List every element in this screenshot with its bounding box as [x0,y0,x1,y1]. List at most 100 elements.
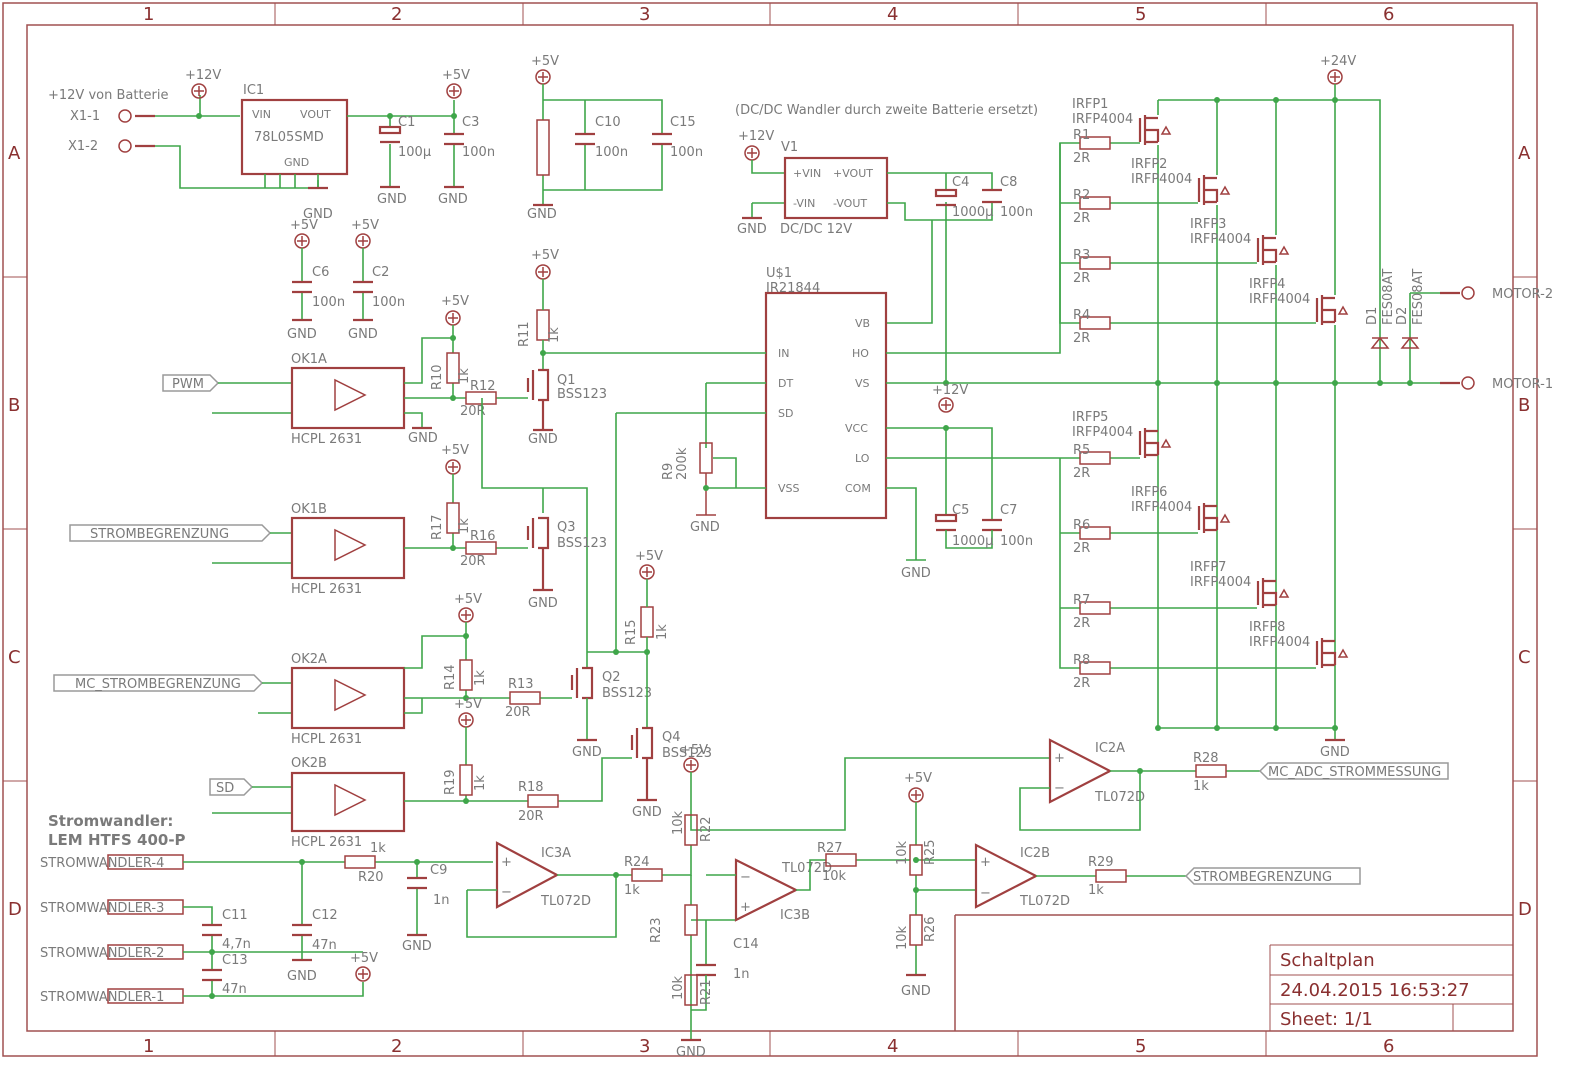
c5-name: C5 [952,503,969,518]
mc-strombegrenzung-label: MC_STROMBEGRENZUNG [75,677,241,692]
r3-name: R3 [1073,248,1090,263]
u1-pin-sd: SD [778,407,793,420]
sw3-label: STROMWANDLER-3 [40,901,164,916]
sw2-label: STROMWANDLER-2 [40,946,164,961]
c13-name: C13 [222,953,248,968]
irfp1-symbol [1138,115,1160,145]
r6-name: R6 [1073,518,1090,533]
irfp6-name: IRFP6 [1131,485,1167,500]
gnd-c3: GND [438,192,468,207]
r29-name: R29 [1088,855,1114,870]
v1-value: DC/DC 12V [780,222,852,237]
r6-resistor [1079,526,1111,540]
r7-name: R7 [1073,593,1090,608]
c2-value: 100n [372,295,405,310]
r2-resistor [1079,196,1111,210]
decoupling-c10-c15: +5V C10 100n C15 100n GND [527,54,703,222]
strombegrenzung-out-label: STROMBEGRENZUNG [1193,870,1332,885]
gnd-r26: GND [901,984,931,999]
r5-value: 2R [1073,466,1090,481]
irfp7-value: IRFP4004 [1190,575,1251,590]
col-label-1: 1 [143,4,154,25]
svg-text:+: + [1054,751,1065,766]
r11-name: R11 [517,321,532,347]
d1-name: D1 [1365,307,1380,325]
ok1a-body [290,366,406,430]
ic2a-name: IC2A [1095,741,1125,756]
col-label-5-bottom: 5 [1135,1036,1146,1057]
gnd-bridge: GND [1320,745,1350,760]
irfp3-value: IRFP4004 [1190,232,1251,247]
q4-section: +5V R15 1k Q4 BSS123 GND [587,413,712,820]
c11-value: 4,7n [222,937,251,952]
gnd-q4: GND [632,805,662,820]
gate-driver-section: U$1 IR21844 IN DT SD VSS VB HO VS VCC LO… [543,142,1380,581]
irfp8-diode [1337,648,1349,658]
r1-value: 2R [1073,151,1090,166]
sw4-label: STROMWANDLER-4 [40,856,164,871]
gnd-com: GND [901,566,931,581]
mc-adc-label: MC_ADC_STROMMESSUNG [1268,765,1441,780]
r14-value: 1k [473,670,488,686]
r29-value: 1k [1088,883,1104,898]
supply-12v-a: +12V [185,68,221,83]
c14-name: C14 [733,937,759,952]
irfp1-diode [1160,125,1172,135]
q3-name: Q3 [557,520,576,535]
irfp4-symbol [1315,295,1337,325]
gnd-c2: GND [348,327,378,342]
c2-name: C2 [372,265,389,280]
ok1b-section: STROMBEGRENZUNG OK1B HCPL 2631 +5V R17 1… [69,443,607,611]
irfp7-symbol [1256,578,1278,608]
gnd-q1: GND [528,432,558,447]
ic3a-name: IC3A [541,846,571,861]
col-label-3: 3 [639,4,650,25]
irfp1-value: IRFP4004 [1072,112,1133,127]
c7-name: C7 [1000,503,1017,518]
row-label-b: B [8,395,20,416]
r10-value: 1k [457,368,472,384]
dcdc-converter-section: (DC/DC Wandler durch zweite Batterie ers… [735,103,1038,383]
title-block: Schaltplan 24.04.2015 16:53:27 Sheet: 1/… [954,914,1513,1031]
u1-pin-vcc: VCC [845,422,868,435]
mosfet-bridge: +24V GND D1 FES08AT D2 FES08AT MOTOR-2 M… [1059,54,1553,760]
q1-value: BSS123 [557,387,607,402]
r12-name: R12 [470,379,496,394]
r17-name: R17 [430,514,445,540]
r8-name: R8 [1073,653,1090,668]
u1-pin-vb: VB [855,317,870,330]
irfp4-diode [1337,305,1349,315]
u1-pin-ho: HO [852,347,869,360]
q1-section: +5V R11 1k Q1 BSS123 GND [496,248,607,447]
ok2b-value: HCPL 2631 [291,835,362,850]
c7-value: 100n [1000,534,1033,549]
r20-name: R20 [358,870,384,885]
irfp8-value: IRFP4004 [1249,635,1310,650]
x1-1-terminal [118,109,132,123]
ic2a-value: TL072D [1094,790,1145,805]
r27-name: R27 [817,841,843,856]
col-label-1-bottom: 1 [143,1036,154,1057]
col-label-3-bottom: 3 [639,1036,650,1057]
r7-resistor [1079,601,1111,615]
sensor-note-2: LEM HTFS 400-P [48,831,186,849]
dcdc-note: (DC/DC Wandler durch zweite Batterie ers… [735,103,1038,118]
irfp5-diode [1160,438,1172,448]
current-sense-section: STROMWANDLER-4 STROMWANDLER-3 STROMWANDL… [40,738,1449,1060]
irfp7-name: IRFP7 [1190,560,1226,575]
d2-value: FES08AT [1411,269,1426,325]
c1-value: 100µ [398,145,431,160]
supply-5v-r19: +5V [454,697,482,712]
r2-name: R2 [1073,188,1090,203]
motor-1-label: MOTOR-1 [1492,377,1553,392]
ok1a-value: HCPL 2631 [291,432,362,447]
gnd-c1: GND [377,192,407,207]
c3-value: 100n [462,145,495,160]
irfp2-value: IRFP4004 [1131,172,1192,187]
c10-value: 100n [595,145,628,160]
c11-name: C11 [222,908,248,923]
supply-5v-b: +5V [531,54,559,69]
supply-5v-r17: +5V [441,443,469,458]
gnd-ok1a: GND [408,431,438,446]
